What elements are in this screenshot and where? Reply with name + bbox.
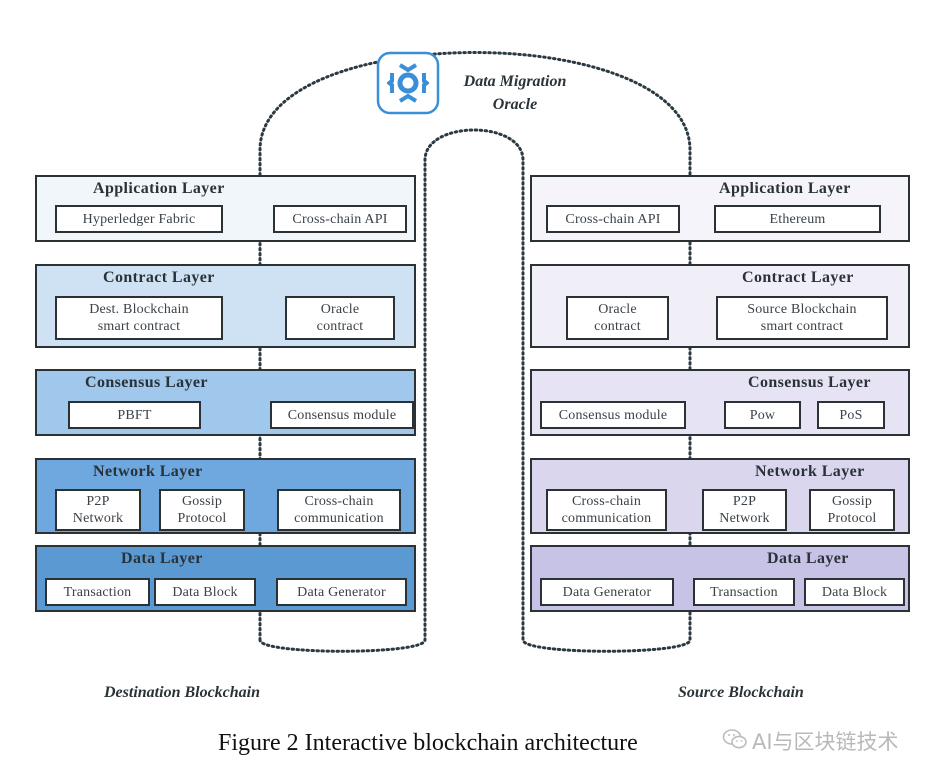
- component-gossip-protocol: Gossip Protocol: [159, 489, 245, 531]
- component-pow: Pow: [724, 401, 801, 429]
- component-p2p-network: P2P Network: [702, 489, 787, 531]
- component-pbft: PBFT: [68, 401, 201, 429]
- component-consensus-module: Consensus module: [270, 401, 414, 429]
- component-ethereum: Ethereum: [714, 205, 881, 233]
- component-data-generator: Data Generator: [276, 578, 407, 606]
- destination-blockchain-label: Destination Blockchain: [104, 684, 261, 701]
- dest-data-layer: Data Layer Transaction Data Block Data G…: [35, 545, 416, 612]
- dest-application-layer: Application Layer Hyperledger Fabric Cro…: [35, 175, 416, 242]
- component-p2p-network: P2P Network: [55, 489, 141, 531]
- src-contract-layer: Contract Layer Oracle contract Source Bl…: [530, 264, 910, 348]
- layer-title: Application Layer: [719, 180, 851, 197]
- component-source-smart-contract: Source Blockchain smart contract: [716, 296, 888, 340]
- watermark: AI与区块链技术: [722, 726, 899, 756]
- src-network-layer: Network Layer Cross-chain communication …: [530, 458, 910, 534]
- src-data-layer: Data Layer Data Generator Transaction Da…: [530, 545, 910, 612]
- component-hyperledger-fabric: Hyperledger Fabric: [55, 205, 223, 233]
- layer-title: Data Layer: [121, 550, 203, 567]
- component-gossip-protocol: Gossip Protocol: [809, 489, 895, 531]
- component-data-generator: Data Generator: [540, 578, 674, 606]
- oracle-label: Data Migration Oracle: [440, 70, 590, 116]
- src-consensus-layer: Consensus Layer Consensus module Pow PoS: [530, 369, 910, 436]
- component-transaction: Transaction: [693, 578, 795, 606]
- wechat-icon: [722, 728, 748, 755]
- layer-title: Contract Layer: [103, 269, 215, 286]
- component-data-block: Data Block: [154, 578, 256, 606]
- dest-network-layer: Network Layer P2P Network Gossip Protoco…: [35, 458, 416, 534]
- dest-consensus-layer: Consensus Layer PBFT Consensus module: [35, 369, 416, 436]
- layer-title: Data Layer: [767, 550, 849, 567]
- component-cross-chain-communication: Cross-chain communication: [277, 489, 401, 531]
- component-dest-smart-contract: Dest. Blockchain smart contract: [55, 296, 223, 340]
- oracle-gear-icon: [376, 51, 440, 115]
- dest-contract-layer: Contract Layer Dest. Blockchain smart co…: [35, 264, 416, 348]
- component-data-block: Data Block: [804, 578, 905, 606]
- watermark-text: AI与区块链技术: [752, 730, 899, 754]
- oracle-label-line1: Data Migration: [463, 73, 567, 90]
- oracle-label-line2: Oracle: [492, 96, 538, 113]
- component-transaction: Transaction: [45, 578, 150, 606]
- component-cross-chain-communication: Cross-chain communication: [546, 489, 667, 531]
- component-oracle-contract: Oracle contract: [566, 296, 669, 340]
- figure-caption: Figure 2 Interactive blockchain architec…: [218, 730, 638, 756]
- layer-title: Network Layer: [755, 463, 865, 480]
- layer-title: Application Layer: [93, 180, 225, 197]
- component-consensus-module: Consensus module: [540, 401, 686, 429]
- layer-title: Consensus Layer: [85, 374, 208, 391]
- layer-title: Contract Layer: [742, 269, 854, 286]
- component-cross-chain-api: Cross-chain API: [546, 205, 680, 233]
- src-application-layer: Application Layer Cross-chain API Ethere…: [530, 175, 910, 242]
- layer-title: Network Layer: [93, 463, 203, 480]
- component-pos: PoS: [817, 401, 885, 429]
- component-oracle-contract: Oracle contract: [285, 296, 395, 340]
- source-blockchain-label: Source Blockchain: [678, 684, 804, 701]
- layer-title: Consensus Layer: [748, 374, 871, 391]
- component-cross-chain-api: Cross-chain API: [273, 205, 407, 233]
